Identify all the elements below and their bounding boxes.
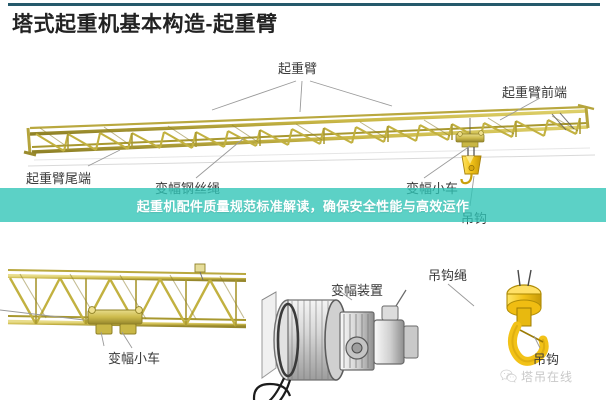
label-jib-front-end: 起重臂前端 xyxy=(502,85,568,100)
label-hook-detail: 吊钩 xyxy=(533,352,560,367)
jib-hook-block xyxy=(460,147,482,185)
trolley-leader-lines xyxy=(0,309,133,349)
top-view-leader-lines xyxy=(87,80,541,207)
promo-banner-text[interactable]: 起重机配件质量规范标准解读，确保安全性能与高效运作 xyxy=(136,198,470,214)
watermark: 塔吊在线 xyxy=(500,368,573,385)
top-accent-rule xyxy=(8,3,600,6)
jib-verticals xyxy=(67,118,581,150)
page-title: 塔式起重机基本构造-起重臂 xyxy=(12,13,278,36)
jib-web-bracing xyxy=(35,117,582,152)
jib-trolley xyxy=(455,130,485,148)
promo-banner-background xyxy=(0,188,606,222)
luffing-winch-photo xyxy=(252,283,475,400)
label-hook-rope: 吊钩绳 xyxy=(428,268,468,283)
label-jib: 起重臂 xyxy=(278,61,318,76)
label-jib-tail-end: 起重臂尾端 xyxy=(26,171,92,186)
jib-truss-assembly xyxy=(23,80,596,207)
label-luffing-trolley-detail: 变幅小车 xyxy=(108,351,161,366)
label-luffing-device: 变幅装置 xyxy=(331,283,384,298)
crane-diagram-figure: 起重臂 起重臂前端 起重臂尾端 变幅钢丝绳 变幅小车 吊钩 变幅小车 变幅装置 … xyxy=(0,48,606,400)
hook-detail-photo xyxy=(506,269,549,366)
wechat-icon xyxy=(500,369,517,384)
crane-diagram-svg xyxy=(0,80,596,400)
trolley-body xyxy=(87,306,143,335)
trolley-detail-truss xyxy=(0,263,247,349)
watermark-label: 塔吊在线 xyxy=(521,370,574,384)
